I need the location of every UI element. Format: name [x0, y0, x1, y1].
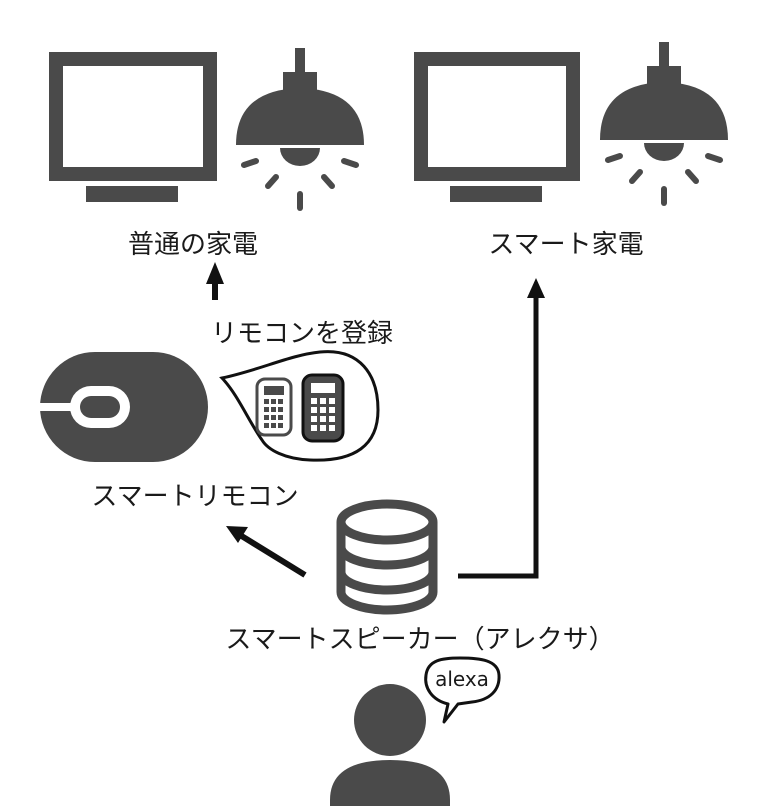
arrow-to-smart-remote: [226, 526, 307, 578]
remote-control-icon: [255, 377, 293, 437]
pendant-lamp-icon: [600, 42, 728, 206]
remote-control-icon: [301, 373, 345, 443]
arrow-to-smart-appliance: [458, 278, 545, 579]
monitor-icon: [414, 52, 580, 202]
smart-remote-label: スマートリモコン: [91, 482, 298, 512]
database-icon: [336, 499, 438, 615]
speech-bubble-icon: [219, 350, 380, 462]
pendant-lamp-icon: [236, 48, 364, 211]
smart-speaker-label: スマートスピーカー（アレクサ）: [225, 625, 614, 655]
arrow-to-normal-appliance: [206, 262, 224, 300]
speech-text: alexa: [435, 667, 489, 691]
remote-control-icon: [40, 352, 208, 462]
speech-bubble-icon: alexa: [424, 656, 501, 724]
person-icon: [330, 684, 450, 806]
normal-appliance-label: 普通の家電: [128, 230, 258, 260]
monitor-icon: [49, 52, 217, 202]
smart-appliance-label: スマート家電: [488, 230, 643, 260]
register-remote-label: リモコンを登録: [211, 319, 393, 349]
